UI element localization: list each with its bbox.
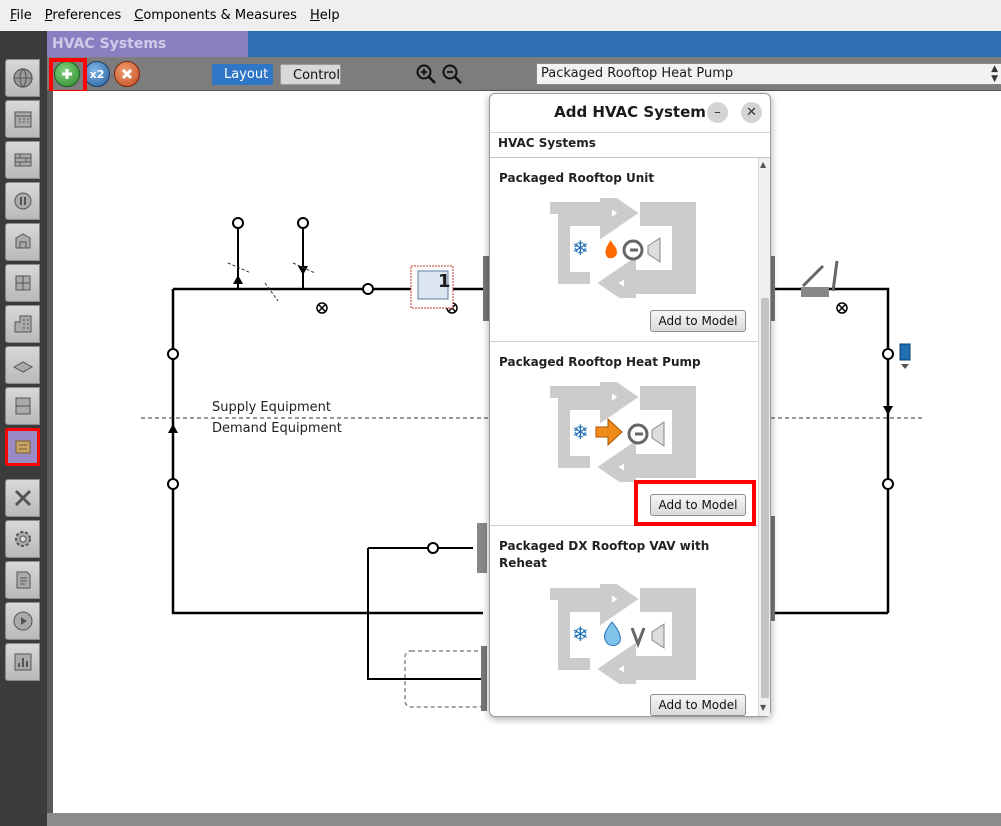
- measures-icon: [14, 489, 31, 507]
- simulation-settings-icon: [14, 531, 31, 547]
- measures-tab[interactable]: [5, 479, 40, 517]
- add-icon: [62, 69, 72, 79]
- menu-components-measures[interactable]: Components & Measures: [134, 8, 297, 23]
- results-icon: [14, 653, 31, 671]
- svg-text:❄: ❄: [572, 420, 589, 444]
- menu-bar: File Preferences Components & Measures H…: [0, 0, 1001, 31]
- schedules-tab[interactable]: [5, 100, 40, 138]
- copy-icon: x2: [89, 67, 105, 81]
- delete-system-button[interactable]: [114, 61, 140, 87]
- zoom-in-icon[interactable]: [415, 63, 437, 85]
- system-name: Packaged DX Rooftop VAV with Reheat: [499, 539, 710, 570]
- space-types-tab[interactable]: [5, 223, 40, 261]
- canvas-gutter: [47, 91, 53, 813]
- spaces-tab[interactable]: [5, 346, 40, 384]
- demand-equipment-label: Demand Equipment: [212, 421, 342, 436]
- menu-file[interactable]: File: [10, 8, 32, 23]
- svg-text:❄: ❄: [572, 236, 589, 260]
- page-title: HVAC Systems: [47, 31, 248, 57]
- scrollbar[interactable]: ▲ ▼: [758, 158, 770, 716]
- constructions-tab[interactable]: [5, 141, 40, 179]
- run-tab[interactable]: [5, 602, 40, 640]
- add-to-model-button[interactable]: Add to Model: [650, 310, 746, 332]
- copy-system-button[interactable]: x2: [84, 61, 110, 87]
- system-name: Packaged Rooftop Unit: [499, 171, 655, 185]
- close-button[interactable]: ✕: [741, 102, 762, 123]
- simulation-settings-tab[interactable]: [5, 520, 40, 558]
- menu-help[interactable]: Help: [309, 8, 340, 23]
- dialog-title: Add HVAC System: [554, 103, 706, 121]
- thermal-zones-tab[interactable]: [5, 387, 40, 425]
- scroll-down-icon[interactable]: ▼: [760, 703, 767, 712]
- system-item-packaged-rtu-heat-pump[interactable]: Packaged Rooftop Heat Pump ❄ Add to Mode…: [490, 342, 758, 526]
- geometry-icon: [15, 275, 30, 291]
- add-to-model-button[interactable]: Add to Model: [650, 694, 746, 716]
- add-to-model-highlight: [634, 480, 756, 526]
- facility-icon: [14, 315, 31, 333]
- system-selector-value: Packaged Rooftop Heat Pump: [541, 66, 734, 81]
- hvac-systems-icon: [15, 440, 30, 454]
- run-icon: [13, 611, 32, 631]
- minimize-button[interactable]: –: [707, 102, 728, 123]
- add-button-highlight: [49, 58, 87, 94]
- divider: [490, 132, 770, 133]
- geometry-tab[interactable]: [5, 264, 40, 302]
- construction-icon: [14, 153, 31, 167]
- zone-number: 1: [438, 271, 451, 292]
- system-diagram: ❄: [550, 584, 696, 684]
- loads-icon: [14, 192, 31, 210]
- hvac-systems-tab[interactable]: [5, 428, 40, 466]
- layout-toggle[interactable]: Layout: [212, 64, 273, 85]
- system-item-packaged-dx-vav[interactable]: Packaged DX Rooftop VAV with Reheat ❄ Ad…: [490, 526, 758, 716]
- results-tab[interactable]: [5, 643, 40, 681]
- thermal-zones-icon: [15, 397, 30, 415]
- site-tab[interactable]: [5, 59, 40, 97]
- system-name: Packaged Rooftop Heat Pump: [499, 355, 701, 369]
- scripts-icon: [16, 571, 30, 589]
- scroll-up-icon[interactable]: ▲: [760, 160, 767, 169]
- control-toggle[interactable]: Control: [280, 64, 341, 85]
- system-diagram: ❄: [550, 382, 696, 482]
- divider: [490, 157, 770, 158]
- status-bar: [47, 813, 1001, 826]
- facility-tab[interactable]: [5, 305, 40, 343]
- add-system-button[interactable]: [54, 61, 80, 87]
- calendar-icon: [14, 111, 31, 128]
- scripts-tab[interactable]: [5, 561, 40, 599]
- left-tab-bar: [0, 31, 47, 826]
- chevron-updown-icon: ▲▼: [991, 64, 998, 84]
- supply-equipment-label: Supply Equipment: [212, 400, 331, 415]
- loads-tab[interactable]: [5, 182, 40, 220]
- scroll-thumb[interactable]: [761, 298, 769, 698]
- add-hvac-system-dialog: Add HVAC System – ✕ HVAC Systems Package…: [489, 93, 771, 717]
- zoom-out-icon[interactable]: [441, 63, 463, 85]
- loop-diagram: [141, 217, 923, 711]
- system-selector[interactable]: Packaged Rooftop Heat Pump ▲▼: [536, 63, 1001, 85]
- svg-text:❄: ❄: [572, 622, 589, 646]
- delete-icon: [121, 68, 133, 80]
- space-types-icon: [15, 233, 30, 249]
- system-item-packaged-rtu[interactable]: Packaged Rooftop Unit ❄ Add to Model: [490, 158, 758, 342]
- system-list: Packaged Rooftop Unit ❄ Add to Model Pac…: [490, 158, 758, 716]
- globe-icon: [12, 68, 33, 88]
- toolbar: x2 Layout Control Packaged Rooftop Heat …: [47, 57, 1001, 91]
- section-label: HVAC Systems: [498, 136, 596, 150]
- menu-preferences[interactable]: Preferences: [44, 8, 122, 23]
- spaces-icon: [12, 361, 33, 373]
- system-diagram: ❄: [550, 198, 696, 298]
- add-to-model-button[interactable]: Add to Model: [650, 494, 746, 516]
